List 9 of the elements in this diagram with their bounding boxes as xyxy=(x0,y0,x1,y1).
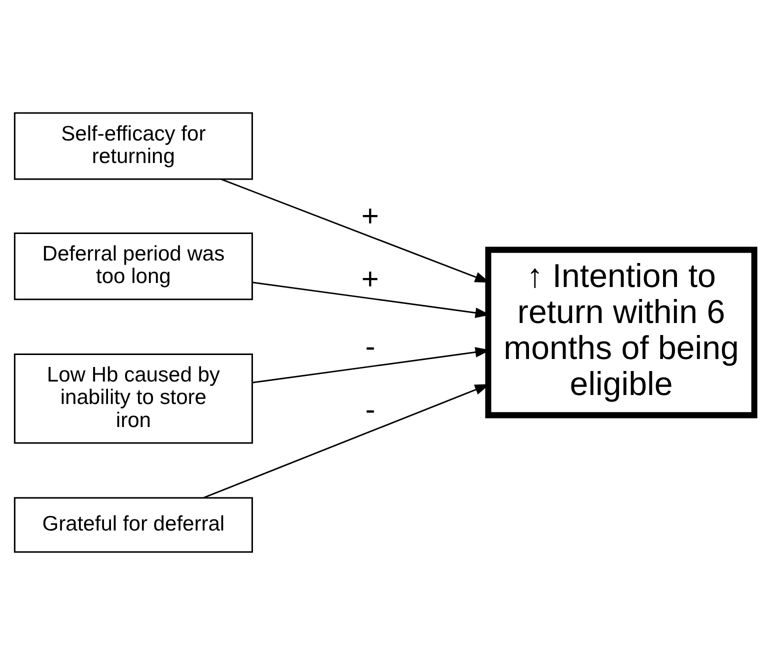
node-box: Deferral period was too long xyxy=(14,232,253,300)
edge-label: + xyxy=(361,199,379,232)
node-box: Self-efficacy for returning xyxy=(14,112,253,180)
node-box: ↑ Intention to return within 6 months of being eligible xyxy=(485,246,758,418)
node-box: Grateful for deferral xyxy=(14,496,253,552)
node-box: Low Hb caused by inability to store iron xyxy=(14,353,253,444)
edge-label: - xyxy=(365,330,376,364)
edge-label: + xyxy=(361,262,379,296)
edge-label: - xyxy=(365,393,376,426)
